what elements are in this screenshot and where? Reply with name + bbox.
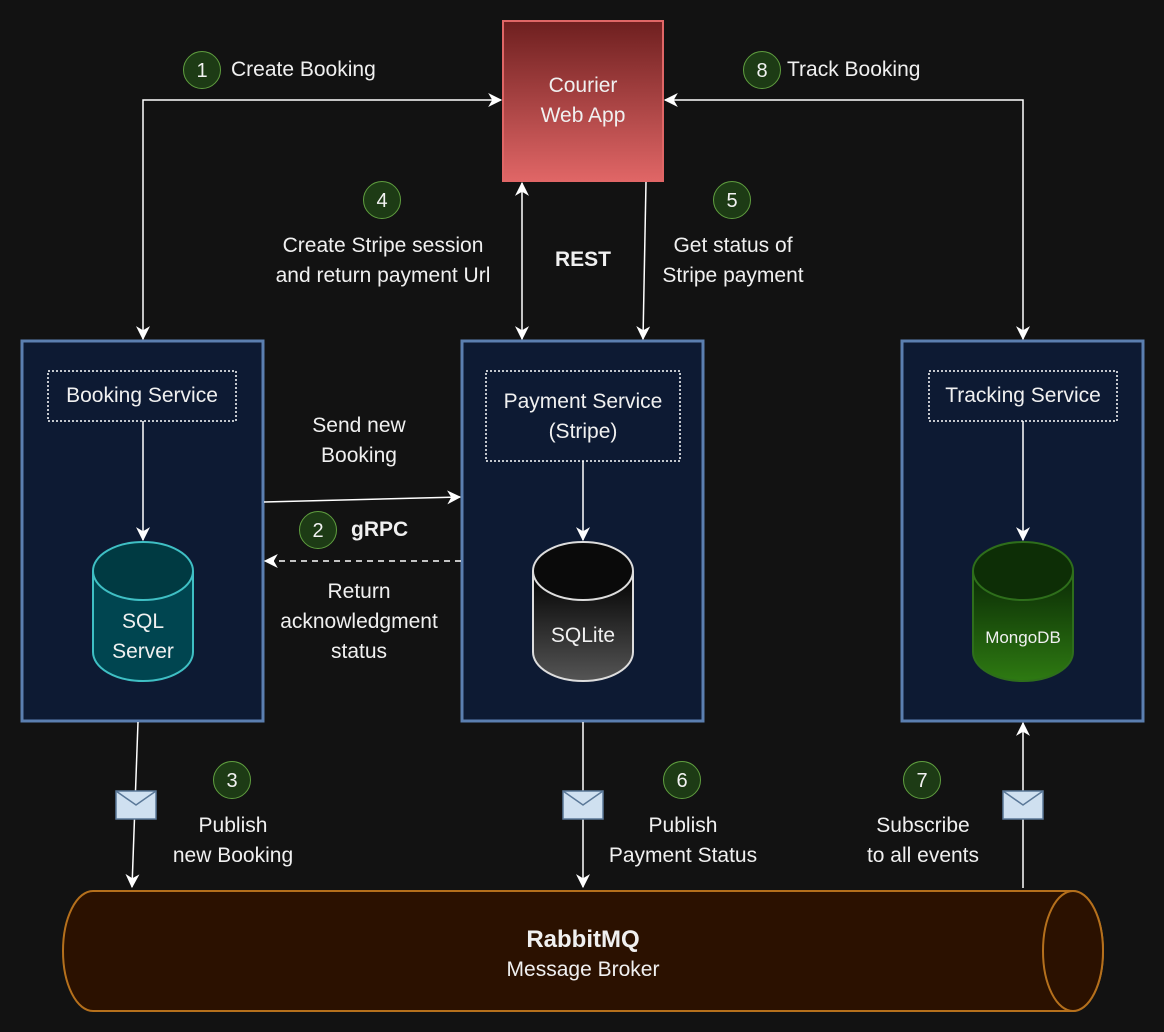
- booking-service-title-box: [47, 370, 237, 422]
- envelope-icon: [115, 790, 157, 820]
- step-7-line2: to all events: [866, 844, 980, 867]
- sql-server-database: [92, 541, 194, 682]
- payment-title-line2: (Stripe): [548, 420, 618, 443]
- step-7-line1: Subscribe: [876, 814, 970, 837]
- step-badge-3: 3: [213, 761, 251, 799]
- send-new-booking-label: Send new Booking: [279, 411, 439, 471]
- mongodb-label: MongoDB: [985, 628, 1061, 647]
- rabbitmq-title: RabbitMQ: [526, 926, 640, 953]
- step-label-create-booking: Create Booking: [231, 58, 376, 81]
- return-ack-line2: acknowledgment: [280, 610, 438, 633]
- create-booking-arrow: [136, 93, 503, 341]
- rest-label: REST: [554, 248, 611, 271]
- sql-label-line1: SQL: [121, 610, 165, 633]
- step-badge-5: 5: [713, 181, 751, 219]
- send-booking-arrow: [263, 490, 462, 505]
- courier-web-app-label: Courier Web App: [503, 71, 663, 131]
- send-booking-line1: Send new: [312, 414, 406, 437]
- sqlite-database: [532, 541, 634, 682]
- rabbitmq-broker: [62, 890, 1104, 1012]
- step-4-line2: and return payment Url: [275, 264, 491, 287]
- step-badge-4: 4: [363, 181, 401, 219]
- step-label-create-stripe-session: Create Stripe session and return payment…: [253, 231, 513, 291]
- booking-service-title: Booking Service: [66, 384, 218, 407]
- step-3-line2: new Booking: [172, 844, 294, 867]
- return-ack-label: Return acknowledgment status: [259, 577, 459, 667]
- step-3-line1: Publish: [198, 814, 268, 837]
- tracking-service-title: Tracking Service: [945, 384, 1101, 407]
- step-label-track-booking: Track Booking: [787, 58, 921, 81]
- step-badge-7: 7: [903, 761, 941, 799]
- sql-label-line2: Server: [112, 640, 174, 663]
- sqlite-label: SQLite: [550, 624, 616, 647]
- courier-web-app-box: [502, 20, 664, 182]
- envelope-icon: [562, 790, 604, 820]
- payment-title-line1: Payment Service: [503, 390, 663, 413]
- step-6-line1: Publish: [648, 814, 718, 837]
- send-booking-line2: Booking: [321, 444, 397, 467]
- step-label-publish-booking: Publish new Booking: [153, 811, 313, 871]
- sql-server-label: SQL Server: [93, 607, 193, 667]
- get-status-arrow: [636, 181, 651, 341]
- courier-label-line1: Courier: [548, 74, 618, 97]
- step-5-line1: Get status of: [673, 234, 793, 257]
- step-5-line2: Stripe payment: [662, 264, 804, 287]
- rabbitmq-subtitle: Message Broker: [506, 958, 660, 981]
- return-ack-line3: status: [330, 640, 388, 663]
- grpc-label: gRPC: [351, 518, 409, 541]
- step-6-line2: Payment Status: [608, 844, 758, 867]
- step-badge-8: 8: [743, 51, 781, 89]
- track-booking-arrow: [663, 93, 1030, 341]
- step-label-get-status: Get status of Stripe payment: [633, 231, 833, 291]
- payment-service-title: Payment Service (Stripe): [486, 387, 680, 447]
- step-4-line1: Create Stripe session: [282, 234, 484, 257]
- step-badge-6: 6: [663, 761, 701, 799]
- envelope-icon: [1002, 790, 1044, 820]
- step-label-subscribe: Subscribe to all events: [843, 811, 1003, 871]
- step-badge-1: 1: [183, 51, 221, 89]
- step-badge-2: 2: [299, 511, 337, 549]
- step-label-publish-payment: Publish Payment Status: [593, 811, 773, 871]
- return-ack-line1: Return: [327, 580, 391, 603]
- courier-label-line2: Web App: [540, 104, 626, 127]
- mongodb-database: [972, 541, 1074, 682]
